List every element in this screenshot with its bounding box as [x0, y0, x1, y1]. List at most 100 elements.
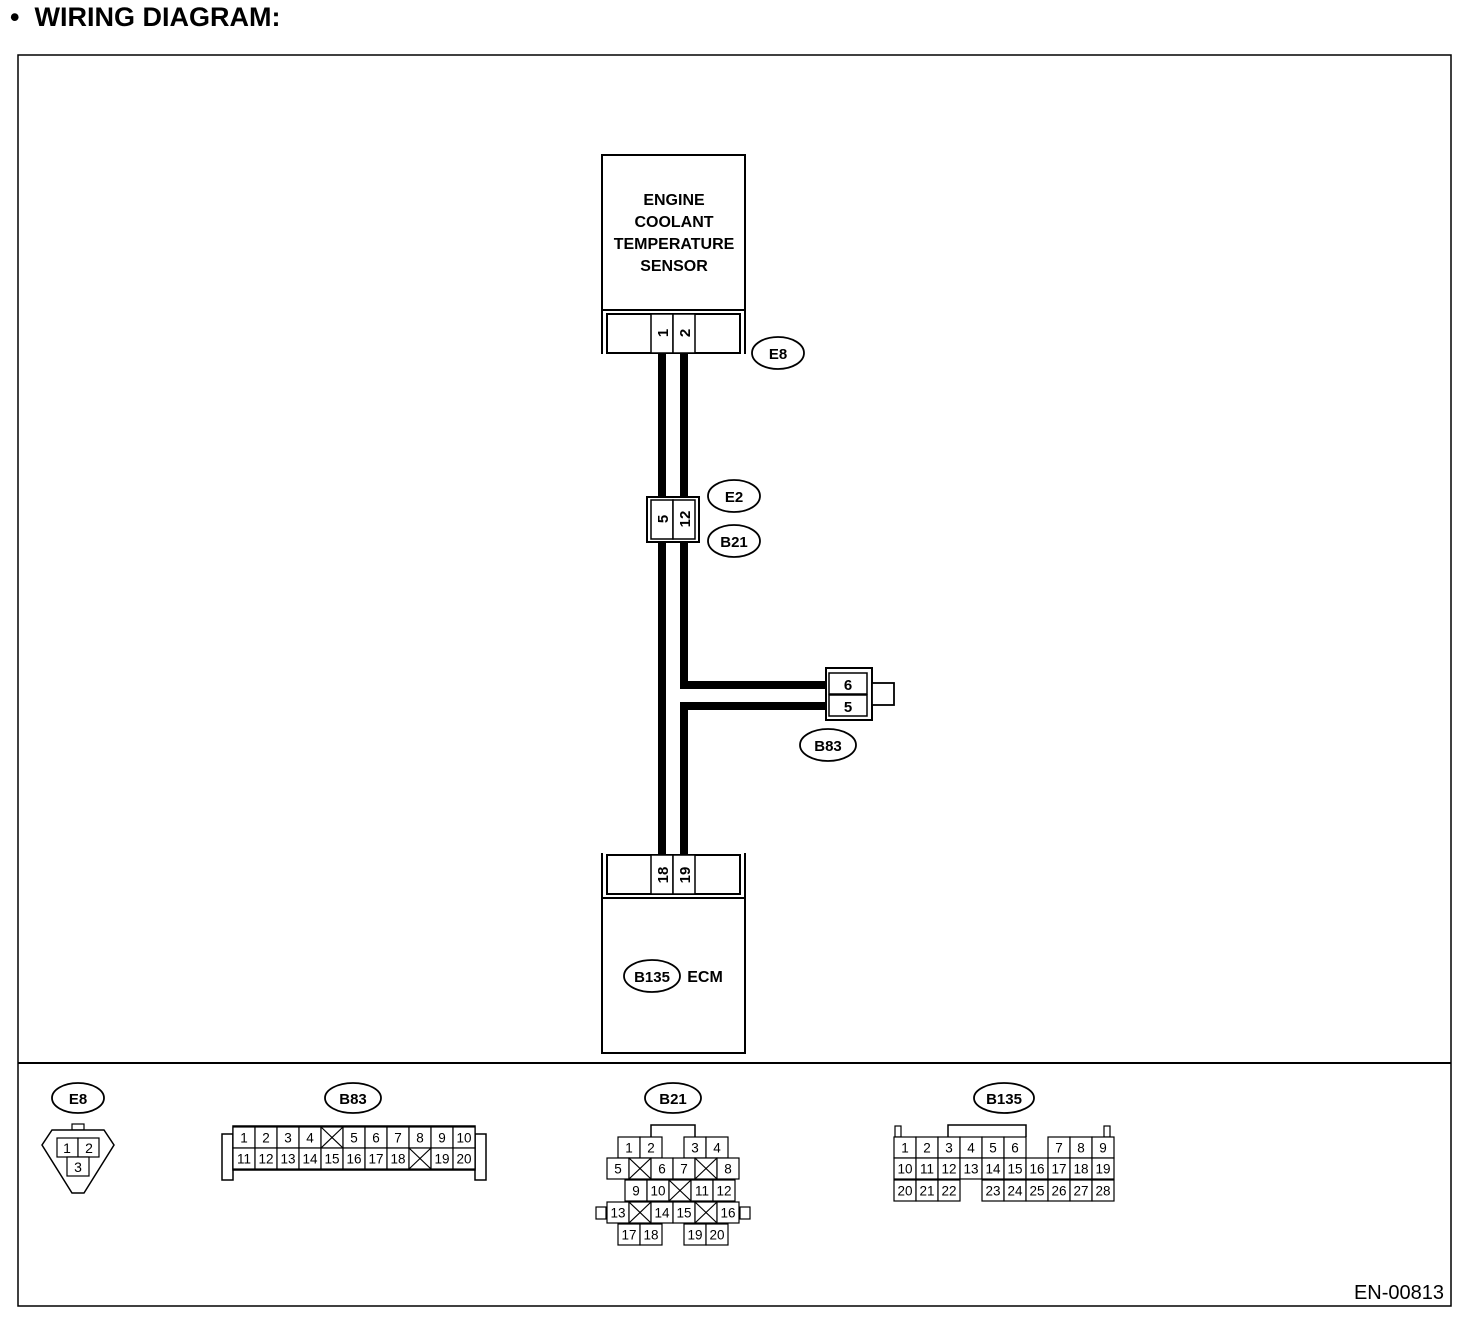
b135-cell-r3-5: 24	[1007, 1184, 1023, 1199]
b21-cell-r2-5-box	[716, 1157, 740, 1180]
joint-tag-e2: E2	[725, 489, 743, 506]
coolant-temperature-sensor: ENGINE COOLANT TEMPERATURE SENSOR 1 2 E8	[601, 154, 805, 370]
b83-cell-r1-6: 6	[372, 1131, 380, 1146]
b135-cell-r3-2-box	[937, 1179, 961, 1202]
b21-cell-r3-2-unused-mark	[668, 1179, 692, 1202]
sensor-pin-1: 1	[655, 329, 672, 337]
b83-pin-5: 5	[844, 699, 852, 716]
b21-cell-r3-3: 11	[695, 1184, 709, 1199]
b21-cell-r2-1-unused-mark	[628, 1157, 652, 1180]
b21-cell-r3-0: 9	[632, 1184, 640, 1199]
b21-cell-r2-3: 7	[680, 1162, 688, 1177]
b83-cell-r2-2: 13	[280, 1152, 295, 1167]
ecm-connector-tag: B135	[634, 969, 670, 986]
b21-cell-r1-3: 4	[713, 1141, 721, 1156]
b83-cell-r2-7: 18	[390, 1152, 405, 1167]
b21-cell-r5-2: 19	[687, 1228, 702, 1243]
b135-cell-r1-4: 5	[989, 1141, 997, 1156]
b135-cell-r2-1: 11	[920, 1162, 934, 1177]
sensor-label-line-2: COOLANT	[634, 214, 713, 231]
b135-cell-r3-0: 20	[897, 1184, 912, 1199]
b83-cell-r1-9: 9	[438, 1131, 446, 1146]
ecm-pin-19: 19	[677, 867, 694, 884]
b135-cell-r2-9-box	[1091, 1157, 1115, 1180]
sensor-label-line-3: TEMPERATURE	[614, 236, 735, 253]
sensor-pin-2: 2	[677, 329, 694, 337]
b135-cell-r3-8: 27	[1073, 1184, 1088, 1199]
b135-cell-r3-1: 21	[919, 1184, 934, 1199]
b21-cell-r1-1: 2	[647, 1141, 655, 1156]
b21-cell-r4-4-unused-mark	[694, 1201, 718, 1224]
sensor-connector-tag: E8	[769, 346, 787, 363]
b135-cell-r2-0: 10	[897, 1162, 912, 1177]
ecm-label: ECM	[687, 969, 723, 986]
b21-cell-r5-1-box	[639, 1223, 663, 1246]
b21-cell-r2-4-unused-mark	[694, 1157, 718, 1180]
b135-cell-r3-4: 23	[985, 1184, 1000, 1199]
b83-cell-r1-3: 4	[306, 1131, 314, 1146]
ecm-pin-18: 18	[655, 867, 672, 884]
b21-cell-r5-1: 18	[643, 1228, 658, 1243]
e8-cell-1: 1	[63, 1140, 71, 1156]
b135-cell-r1-2: 3	[945, 1141, 953, 1156]
b21-cell-r3-4-box	[712, 1179, 736, 1202]
b135-cell-r2-9: 19	[1095, 1162, 1110, 1177]
connector-view-e8: E8 1 2 3	[41, 1082, 115, 1194]
e8-cell-2: 2	[85, 1140, 93, 1156]
b135-cell-r2-2: 12	[941, 1162, 956, 1177]
b135-cell-r3-6: 25	[1029, 1184, 1044, 1199]
b21-cell-r1-0: 1	[625, 1141, 633, 1156]
b83-cell-r1-8: 8	[416, 1131, 424, 1146]
b83-connector: 6 5 B83	[799, 667, 895, 762]
b21-cell-r2-5: 8	[724, 1162, 732, 1177]
b83-cell-r2-9: 19	[434, 1152, 449, 1167]
b83-cell-r2-1: 12	[258, 1152, 273, 1167]
b83-cell-r2-6: 17	[368, 1152, 383, 1167]
b135-cell-r2-4: 14	[985, 1162, 1001, 1177]
b83-cell-r2-5: 16	[346, 1152, 361, 1167]
b135-cell-r1-0: 1	[901, 1141, 909, 1156]
b21-cell-r5-3-box	[705, 1223, 729, 1246]
sensor-label-line-4: SENSOR	[640, 258, 708, 275]
b21-cell-r4-3: 15	[676, 1206, 691, 1221]
b21-cell-r4-5: 16	[720, 1206, 735, 1221]
b83-view-tag: B83	[339, 1091, 367, 1108]
b83-cell-r2-10-box	[452, 1147, 476, 1170]
b83-cell-r2-10: 20	[456, 1152, 471, 1167]
b21-cell-r4-1-unused-mark	[628, 1201, 652, 1224]
b21-cell-r2-2: 6	[658, 1162, 666, 1177]
diagram-frame	[17, 54, 1452, 1307]
b135-cell-r1-8: 8	[1077, 1141, 1085, 1156]
joint-connector-e2-b21: 5 12 E2 B21	[646, 479, 761, 558]
b135-cell-r1-9: 9	[1099, 1141, 1107, 1156]
b135-cell-r3-2: 22	[941, 1184, 956, 1199]
sensor-label-line-1: ENGINE	[643, 192, 705, 209]
diagram-heading: • WIRING DIAGRAM:	[10, 2, 280, 33]
b83-cell-r2-0: 11	[237, 1152, 251, 1167]
joint-pin-5: 5	[655, 515, 672, 523]
joint-tag-b21: B21	[720, 534, 748, 551]
b83-cell-r1-10: 10	[456, 1131, 471, 1146]
b21-view-tag: B21	[659, 1091, 687, 1108]
b83-pin-6: 6	[844, 677, 852, 694]
joint-pin-12: 12	[677, 511, 694, 528]
harness-wires	[658, 354, 828, 855]
b83-cell-r1-4-unused-mark	[320, 1126, 344, 1149]
b83-cell-r1-2: 3	[284, 1131, 292, 1146]
b135-cell-r2-8: 18	[1073, 1162, 1088, 1177]
b21-cell-r1-2: 3	[691, 1141, 699, 1156]
b83-tag: B83	[814, 738, 842, 755]
b135-cell-r1-7: 7	[1055, 1141, 1063, 1156]
b135-cell-r2-6: 16	[1029, 1162, 1044, 1177]
b135-cell-r1-3: 4	[967, 1141, 975, 1156]
b135-cell-r2-3: 13	[963, 1162, 978, 1177]
b21-cell-r4-0: 13	[610, 1206, 625, 1221]
b83-cell-r2-8-unused-mark	[408, 1147, 432, 1170]
b135-cell-r1-1: 2	[923, 1141, 931, 1156]
heading-bullet: •	[10, 2, 20, 32]
b21-cell-r2-0: 5	[614, 1162, 622, 1177]
